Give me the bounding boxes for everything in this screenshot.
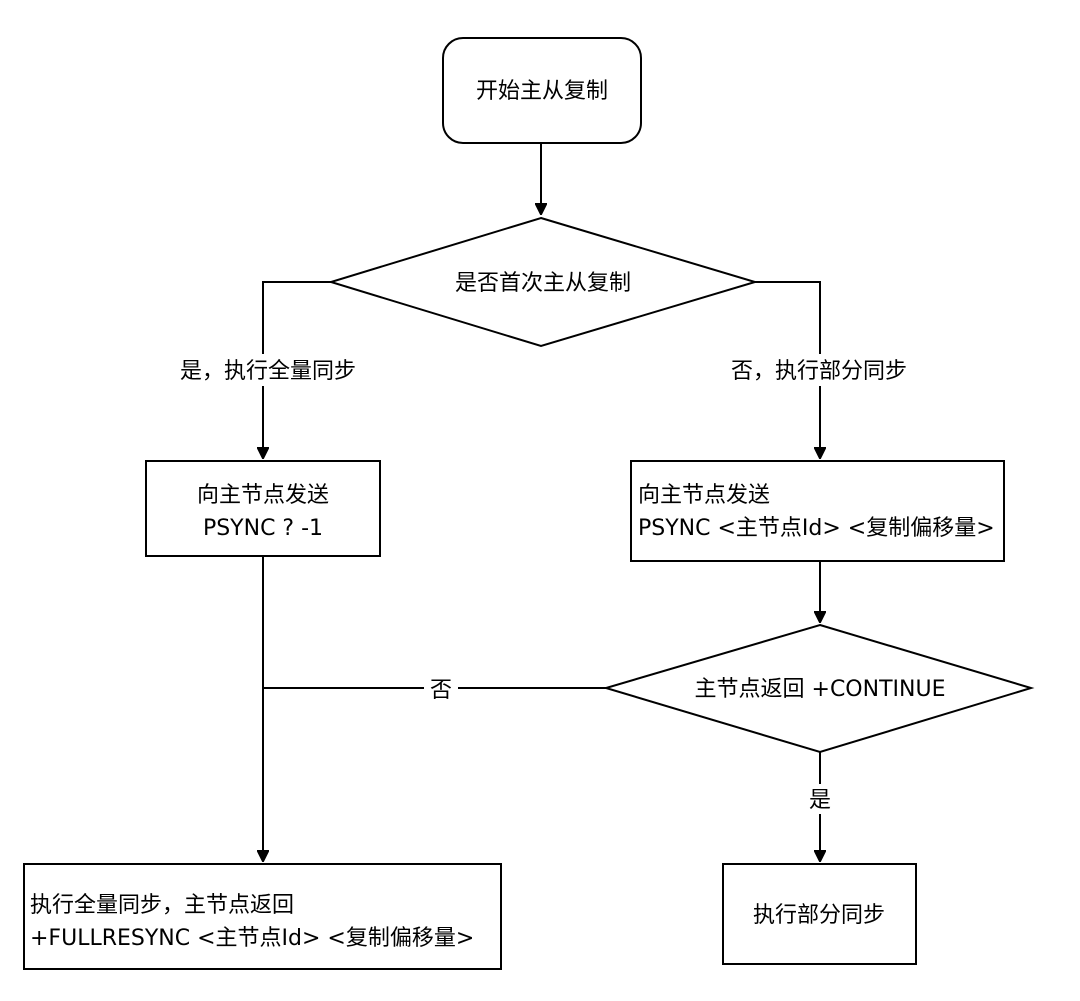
- edge-label-yes-full-text: 是，执行全量同步: [180, 359, 356, 384]
- node-send-partial-line1: 向主节点发送: [638, 483, 770, 508]
- node-partial-sync-label: 执行部分同步: [753, 903, 885, 928]
- edge-label-no-continue: 否: [424, 674, 458, 704]
- node-full-sync-line2: +FULLRESYNC <主节点Id> <复制偏移量>: [30, 926, 474, 951]
- edge-label-no-partial-text: 否，执行部分同步: [731, 359, 907, 384]
- node-partial-sync: 执行部分同步: [722, 863, 917, 965]
- node-decision-continue-label: 主节点返回 +CONTINUE: [695, 677, 946, 702]
- edge-yes-full: [263, 281, 331, 458]
- node-decision-continue: 主节点返回 +CONTINUE: [602, 623, 1035, 754]
- node-send-partial: 向主节点发送 PSYNC <主节点Id> <复制偏移量>: [630, 460, 1005, 562]
- node-send-full-line2: PSYNC ? -1: [203, 516, 323, 541]
- edge-label-no-partial: 否，执行部分同步: [719, 354, 919, 386]
- node-send-full: 向主节点发送 PSYNC ? -1: [145, 460, 381, 557]
- node-start-label: 开始主从复制: [476, 79, 608, 104]
- edge-label-no-continue-text: 否: [430, 678, 452, 703]
- node-decision-first-label: 是否首次主从复制: [455, 271, 631, 296]
- node-full-sync-line1: 执行全量同步，主节点返回: [30, 893, 294, 918]
- node-send-full-line1: 向主节点发送: [197, 483, 329, 508]
- node-decision-first: 是否首次主从复制: [327, 216, 759, 348]
- edge-label-yes-continue: 是: [804, 784, 836, 814]
- node-full-sync: 执行全量同步，主节点返回 +FULLRESYNC <主节点Id> <复制偏移量>: [23, 863, 502, 970]
- node-start: 开始主从复制: [442, 37, 642, 144]
- edge-label-yes-full: 是，执行全量同步: [168, 354, 368, 386]
- edge-label-yes-continue-text: 是: [809, 788, 831, 813]
- edge-no-partial: [755, 281, 820, 458]
- node-send-partial-line2: PSYNC <主节点Id> <复制偏移量>: [638, 516, 995, 541]
